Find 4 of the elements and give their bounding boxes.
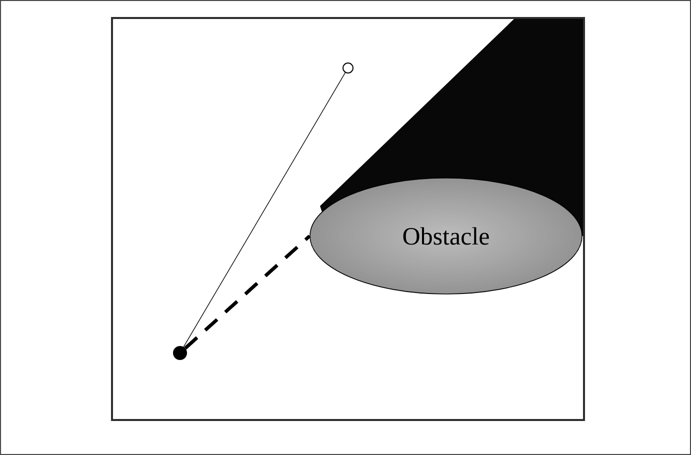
dashed-line: [184, 234, 311, 350]
open-circle: [342, 62, 354, 74]
line: [183, 72, 346, 348]
dot: [173, 346, 187, 360]
